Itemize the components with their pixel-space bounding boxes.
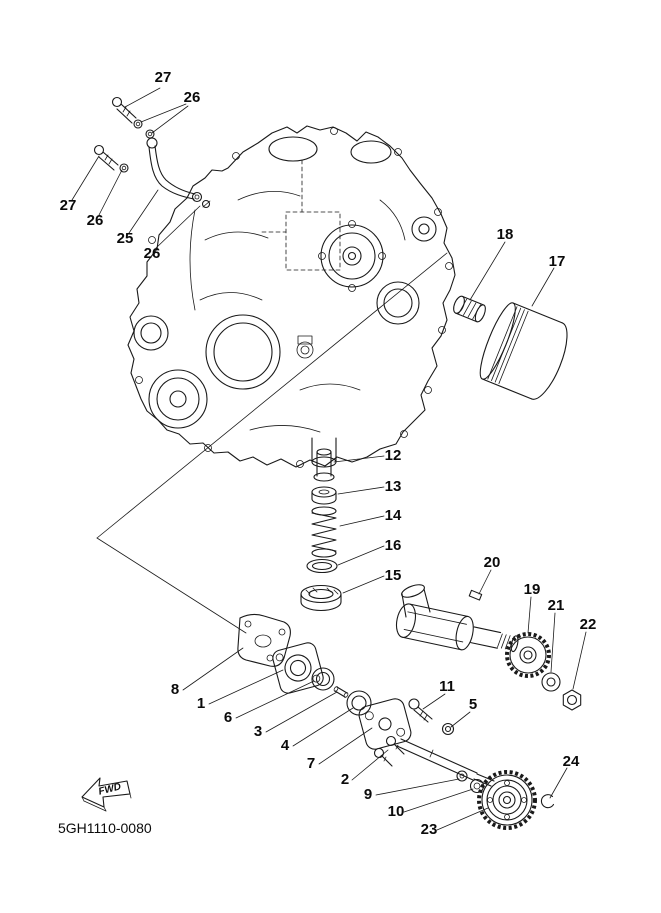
callout-5: 5: [469, 696, 477, 713]
callout-26-top: 26: [184, 89, 201, 106]
oil-filter-cartridge: [479, 302, 568, 400]
callout-2: 2: [341, 771, 349, 788]
callout-25: 25: [117, 230, 134, 247]
callout-11: 11: [439, 678, 455, 695]
callout-18: 18: [497, 226, 514, 243]
callout-9: 9: [364, 786, 372, 803]
callout-10: 10: [388, 803, 405, 820]
filter-union-fitting: [453, 295, 486, 323]
callout-6: 6: [224, 709, 232, 726]
callout-24: 24: [563, 753, 580, 770]
callout-14: 14: [385, 507, 402, 524]
callout-21: 21: [548, 597, 565, 614]
callout-1: 1: [197, 695, 205, 712]
callout-27-left: 27: [60, 197, 77, 214]
callout-22: 22: [580, 616, 597, 633]
pump-drive-gear-set: [505, 632, 582, 711]
callout-16: 16: [385, 537, 402, 554]
leader-lines: [71, 87, 587, 831]
relief-valve-stack: [300, 448, 342, 612]
callout-13: 13: [385, 478, 402, 495]
callout-23: 23: [421, 821, 438, 838]
pump-drive-housing: [395, 584, 519, 653]
oil-pipe-hardware: [93, 96, 211, 209]
diagram-code: 5GH1110-0080: [58, 820, 152, 836]
callout-26-lower: 26: [144, 245, 161, 262]
pump-shaft-and-gear: [396, 738, 555, 830]
fwd-arrow: FWD: [81, 777, 132, 812]
fwd-arrow-label: FWD: [97, 781, 122, 797]
callout-8: 8: [171, 681, 179, 698]
callout-4: 4: [281, 737, 290, 754]
callout-12: 12: [385, 447, 402, 464]
callout-26-left: 26: [87, 212, 104, 229]
callout-7: 7: [307, 755, 315, 772]
callout-17: 17: [549, 253, 566, 270]
assembly-axis-lines: [96, 252, 448, 634]
callout-27-top: 27: [155, 69, 172, 86]
crankcase-drawing: [127, 125, 456, 468]
callout-15: 15: [385, 567, 402, 584]
callout-20: 20: [484, 554, 501, 571]
callout-3: 3: [254, 723, 262, 740]
callout-19: 19: [524, 581, 541, 598]
oil-pump-assembly: [237, 613, 455, 767]
callout-labels: 27 26 27 26 25 26 18 17 12 13 14 16 15 2…: [60, 69, 597, 838]
